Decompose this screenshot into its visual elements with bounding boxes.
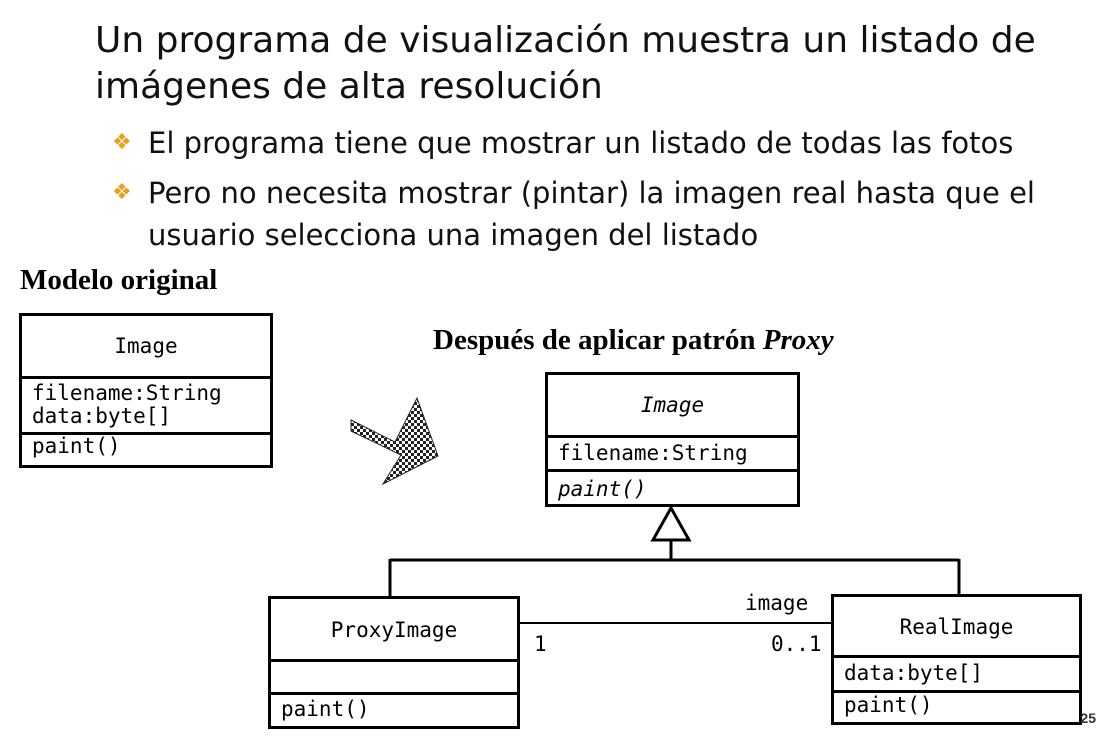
original-image-class: Image filename:String data:byte[] paint(…: [19, 313, 273, 468]
proxyimage-class: ProxyImage paint(): [268, 596, 520, 729]
proxy-model-heading: Después de aplicar patrón Proxy: [433, 324, 834, 357]
attributes-section: [271, 659, 517, 692]
method-paint: paint(): [281, 697, 370, 721]
transformation-arrow-icon: [350, 396, 439, 486]
abstract-image-class: Image filename:String paint(): [545, 372, 800, 507]
attribute-data: data:byte[]: [844, 661, 984, 685]
attribute-filename: filename:String: [32, 381, 222, 405]
source-multiplicity-label: 1: [534, 632, 547, 656]
attributes-section: data:byte[]: [834, 655, 1079, 690]
class-name: Image: [640, 393, 705, 417]
proxy-heading-prefix: Después de aplicar patrón: [433, 324, 763, 356]
proxy-heading-emph: Proxy: [762, 324, 834, 356]
class-name: ProxyImage: [330, 618, 458, 642]
diamond-bullet-icon: ❖: [112, 130, 132, 155]
class-name: RealImage: [899, 615, 1014, 639]
methods-section: paint(): [548, 469, 797, 504]
bullet-text-1: El programa tiene que mostrar un listado…: [148, 126, 1014, 160]
method-paint: paint(): [844, 693, 933, 717]
association-role-label: image: [745, 591, 809, 615]
page-number: 25: [1080, 710, 1096, 726]
generalization-triangle: [650, 504, 692, 542]
original-model-heading: Modelo original: [20, 264, 218, 296]
class-name: Image: [114, 334, 178, 358]
target-multiplicity-label: 0..1: [771, 632, 822, 656]
methods-section: paint(): [834, 690, 1079, 722]
bullet-item-2: ❖ Pero no necesita mostrar (pintar) la i…: [112, 172, 1087, 256]
methods-section: paint(): [271, 692, 517, 726]
attribute-filename: filename:String: [558, 441, 748, 465]
attributes-section: filename:String data:byte[]: [22, 376, 270, 432]
methods-section: paint(): [22, 432, 270, 465]
attribute-data: data:byte[]: [32, 404, 172, 428]
slide-title: Un programa de visualización muestra un …: [95, 20, 1036, 107]
realimage-class: RealImage data:byte[] paint(): [831, 594, 1082, 725]
method-paint: paint(): [32, 434, 121, 458]
bullet-item-1: ❖ El programa tiene que mostrar un lista…: [112, 122, 1087, 164]
method-paint: paint(): [558, 477, 647, 501]
attributes-section: filename:String: [548, 435, 797, 469]
bullet-text-2: Pero no necesita mostrar (pintar) la ima…: [148, 176, 1035, 252]
diamond-bullet-icon: ❖: [112, 180, 132, 205]
